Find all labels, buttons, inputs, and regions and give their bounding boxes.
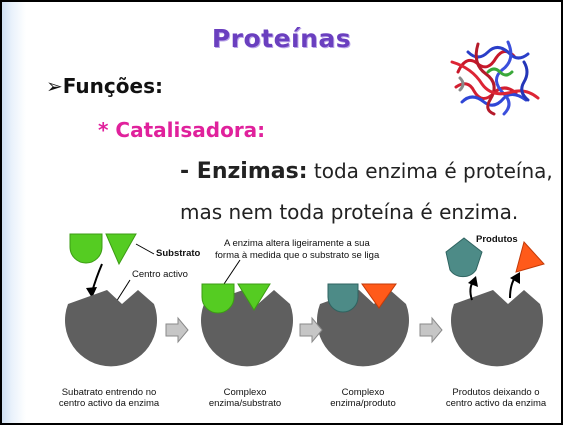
label-note-line1: A enzima altera ligeiramente a sua	[224, 238, 370, 249]
right-arrow-icon	[165, 316, 443, 344]
caption-stage-1-line2: centro activo da enzima	[58, 398, 160, 409]
caption-stage-4-line2: centro activo da enzima	[445, 398, 547, 409]
label-produtos: Produtos	[476, 234, 518, 245]
caption-stage-3-line2: enzima/produto	[330, 398, 396, 409]
label-centro-activo: Centro activo	[132, 269, 188, 280]
product-teal	[445, 237, 483, 278]
caption-stage-4: Produtos deixando o centro activo da enz…	[432, 387, 560, 409]
caption-stage-4-line1: Produtos deixando o	[452, 387, 540, 398]
caption-stage-2-line2: enzima/substrato	[208, 398, 282, 409]
protein-structure-icon	[450, 40, 540, 116]
label-substrato: Substrato	[156, 248, 201, 259]
enzimas-line-2: mas nem toda proteína é enzima.	[180, 200, 519, 224]
subheading-catalisadora: * Catalisadora:	[98, 118, 266, 142]
heading-funcoes: ➢Funções:	[46, 74, 163, 98]
caption-stage-3-line1: Complexo	[341, 387, 385, 398]
caption-stage-1: Subatrato entrendo no centro activo da e…	[46, 387, 172, 409]
caption-stage-2: Complexo enzima/substrato	[188, 387, 302, 409]
label-note-line2: forma à medida que o substrato se liga	[215, 250, 380, 261]
substrate-piece-2	[105, 233, 137, 266]
enzimas-line: - Enzimas: toda enzima é proteína,	[180, 159, 553, 184]
enzyme-1	[65, 290, 157, 367]
enzimas-definition: toda enzima é proteína,	[313, 159, 553, 183]
bullet-marker: ➢	[46, 74, 63, 98]
enzyme-4	[450, 290, 543, 367]
slide-title: Proteínas	[211, 24, 352, 53]
enzimas-term: - Enzimas:	[180, 159, 308, 184]
heading-text: Funções:	[62, 74, 163, 98]
caption-stage-1-line1: Subatrato entrendo no	[61, 387, 157, 398]
substrate-piece-1	[69, 233, 103, 264]
caption-stage-3: Complexo enzima/produto	[306, 387, 420, 409]
caption-stage-2-line1: Complexo	[223, 387, 267, 398]
product-orange	[515, 240, 545, 273]
